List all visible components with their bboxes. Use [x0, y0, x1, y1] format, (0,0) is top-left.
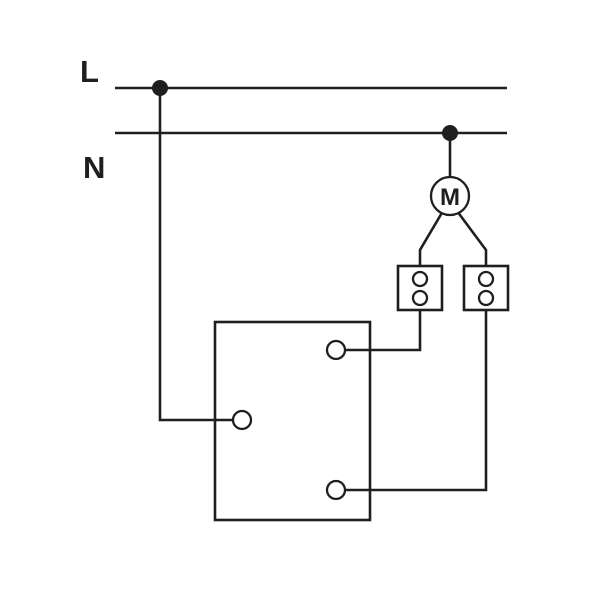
live-junction-dot	[152, 80, 168, 96]
terminal-block-left-top-screw	[411, 270, 429, 288]
terminal-block-left-bottom-screw	[411, 289, 429, 307]
switch-upper-to-left-terminal-wire	[336, 310, 422, 352]
switch-terminal-upper	[325, 339, 347, 361]
terminal-block-right-top-screw	[477, 270, 495, 288]
motor-label: M	[440, 184, 460, 211]
neutral-bus-label: N	[83, 150, 105, 185]
live-to-switch-wire	[158, 88, 242, 422]
switch-terminal-lower	[325, 479, 347, 501]
terminal-block-right-bottom-screw	[477, 289, 495, 307]
live-bus-label: L	[80, 54, 99, 89]
neutral-junction-dot	[442, 125, 458, 141]
switch-lower-to-right-terminal-wire	[336, 310, 488, 492]
motor-symbol	[429, 175, 471, 217]
switch-terminal-common	[231, 409, 253, 431]
motor-to-left-terminal-wire	[418, 210, 445, 266]
motor-to-right-terminal-wire	[455, 210, 488, 266]
